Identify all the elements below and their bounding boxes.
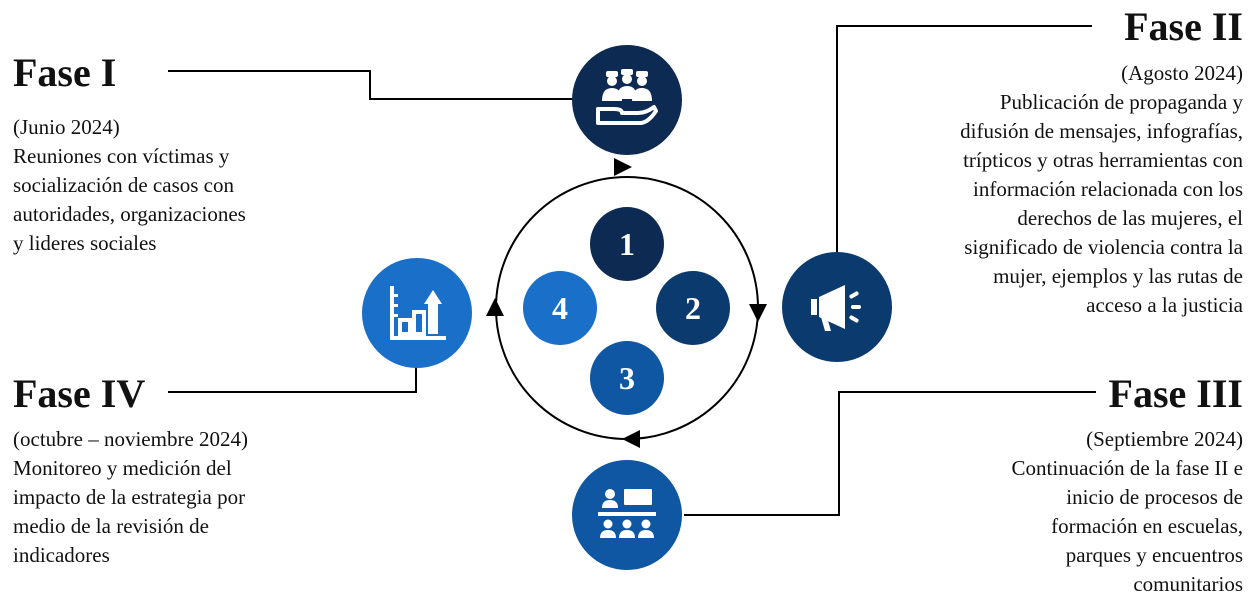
fase2-title: Fase II	[1124, 4, 1243, 49]
arrow-bottom	[622, 430, 640, 448]
fase4-description: Monitoreo y medición del impacto de la e…	[13, 456, 246, 567]
fase2-date: (Agosto 2024)	[1121, 61, 1243, 85]
fase4-date: (octubre – noviembre 2024)	[13, 427, 249, 451]
cycle-number-1: 1	[590, 207, 664, 281]
bar-chart-arrow-icon	[390, 286, 446, 340]
fase3-icon-circle	[572, 460, 682, 570]
fase2-icon-circle	[782, 252, 892, 362]
fase1-icon-circle	[572, 45, 682, 155]
people-hand-icon	[596, 69, 658, 125]
cycle-number-3: 3	[590, 341, 664, 415]
connector-fase1	[168, 70, 572, 100]
arrow-left	[486, 298, 504, 316]
megaphone-icon	[811, 285, 861, 331]
arrow-top	[614, 158, 632, 176]
cycle-number-2: 2	[656, 271, 730, 345]
fase3-title: Fase III	[1108, 371, 1243, 416]
fase1-date: (Junio 2024)	[13, 115, 120, 139]
classroom-icon	[598, 489, 656, 538]
arrow-right	[749, 304, 767, 322]
cycle-number-4: 4	[523, 271, 597, 345]
fase3-description: Continuación de la fase II e inicio de p…	[1011, 456, 1244, 596]
fase3-date: (Septiembre 2024)	[1086, 427, 1243, 451]
fase2-description: Publicación de propaganda y difusión de …	[960, 90, 1243, 317]
connector-fase2	[836, 25, 1092, 252]
fase1-title: Fase I	[13, 50, 117, 95]
connector-fase4	[168, 360, 417, 393]
connector-fase3	[684, 391, 1096, 516]
fase1-description: Reuniones con víctimas y socialización d…	[13, 144, 246, 255]
fase4-title: Fase IV	[13, 371, 146, 416]
fase4-icon-circle	[362, 258, 472, 368]
